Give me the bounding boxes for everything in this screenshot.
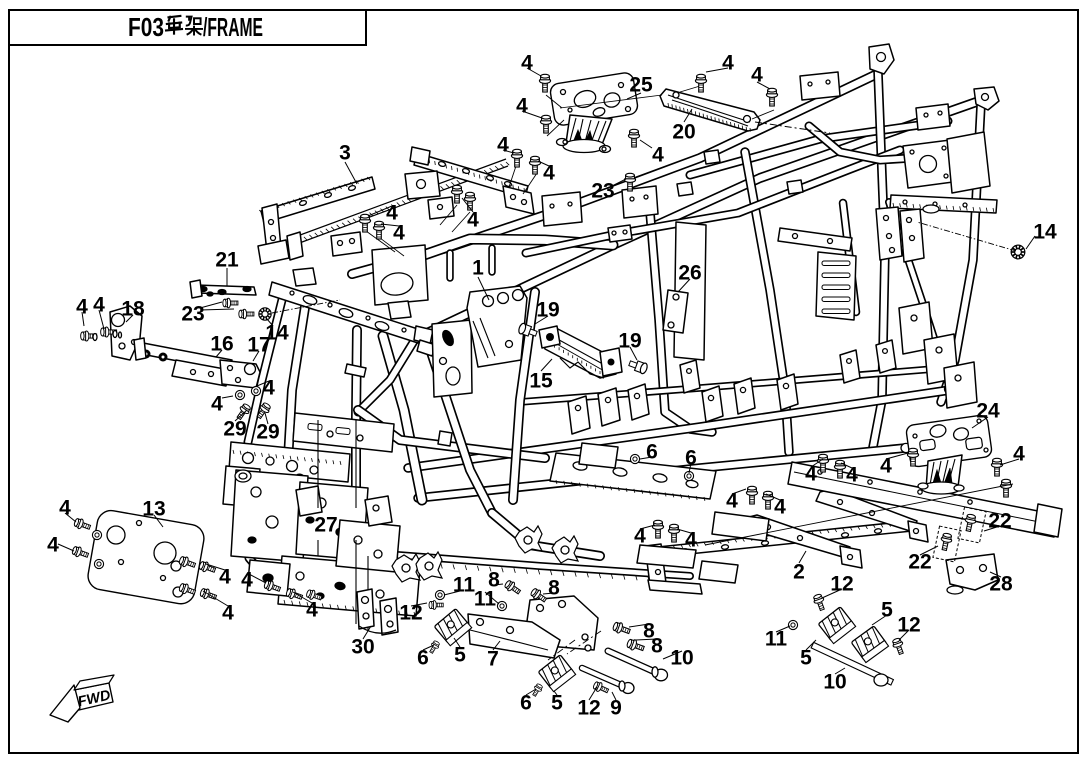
svg-text:9: 9	[610, 697, 622, 720]
svg-text:4: 4	[219, 566, 231, 589]
svg-text:1: 1	[472, 257, 484, 280]
svg-text:10: 10	[823, 671, 846, 694]
svg-text:4: 4	[306, 599, 318, 622]
svg-text:4: 4	[47, 534, 59, 557]
svg-text:4: 4	[93, 294, 105, 317]
svg-text:4: 4	[263, 377, 275, 400]
svg-text:14: 14	[265, 322, 289, 345]
svg-text:/FRAME: /FRAME	[203, 12, 263, 42]
svg-text:5: 5	[800, 647, 812, 670]
svg-text:4: 4	[543, 162, 555, 185]
svg-text:15: 15	[529, 370, 553, 393]
svg-text:4: 4	[241, 569, 253, 592]
svg-text:5: 5	[881, 599, 893, 622]
svg-text:27: 27	[314, 514, 337, 537]
svg-text:28: 28	[989, 573, 1013, 596]
svg-text:4: 4	[386, 202, 398, 225]
svg-text:6: 6	[417, 647, 429, 670]
svg-text:20: 20	[672, 121, 695, 144]
svg-text:8: 8	[643, 620, 655, 643]
svg-text:22: 22	[908, 551, 931, 574]
svg-text:21: 21	[215, 249, 239, 272]
svg-text:4: 4	[652, 144, 664, 167]
svg-text:12: 12	[897, 614, 920, 637]
svg-text:4: 4	[722, 52, 734, 75]
svg-text:4: 4	[497, 134, 509, 157]
svg-text:7: 7	[487, 648, 499, 671]
svg-text:8: 8	[651, 635, 663, 658]
svg-text:2: 2	[793, 561, 805, 584]
svg-text:4: 4	[521, 52, 533, 75]
svg-text:4: 4	[685, 529, 697, 552]
svg-text:6: 6	[685, 447, 697, 470]
svg-text:5: 5	[551, 692, 563, 715]
svg-text:6: 6	[646, 441, 658, 464]
svg-text:F03: F03	[128, 12, 164, 42]
svg-text:13: 13	[142, 498, 165, 521]
svg-text:18: 18	[121, 298, 145, 321]
svg-text:12: 12	[830, 573, 853, 596]
svg-text:11: 11	[765, 628, 788, 651]
svg-text:6: 6	[520, 692, 532, 715]
svg-text:14: 14	[1033, 221, 1057, 244]
svg-text:19: 19	[618, 330, 641, 353]
svg-text:17: 17	[247, 334, 270, 357]
svg-text:23: 23	[591, 180, 614, 203]
svg-text:4: 4	[774, 496, 786, 519]
svg-text:4: 4	[516, 95, 528, 118]
svg-text:3: 3	[339, 142, 351, 165]
svg-text:4: 4	[880, 455, 892, 478]
svg-text:11: 11	[474, 588, 497, 611]
svg-text:4: 4	[805, 463, 817, 486]
svg-text:5: 5	[454, 644, 466, 667]
svg-text:4: 4	[726, 490, 738, 513]
svg-text:22: 22	[988, 510, 1011, 533]
svg-text:16: 16	[210, 333, 233, 356]
svg-text:19: 19	[536, 299, 559, 322]
svg-text:4: 4	[1013, 443, 1025, 466]
svg-text:26: 26	[678, 262, 701, 285]
svg-text:10: 10	[670, 647, 693, 670]
svg-text:4: 4	[467, 209, 479, 232]
svg-text:24: 24	[976, 400, 1000, 423]
svg-text:4: 4	[211, 393, 223, 416]
svg-text:25: 25	[629, 74, 653, 97]
svg-text:29: 29	[256, 421, 279, 444]
svg-text:4: 4	[222, 602, 234, 625]
svg-text:4: 4	[393, 222, 405, 245]
svg-text:23: 23	[181, 303, 204, 326]
svg-text:8: 8	[488, 569, 500, 592]
svg-text:4: 4	[76, 296, 88, 319]
svg-text:30: 30	[351, 636, 374, 659]
svg-text:11: 11	[453, 574, 476, 597]
svg-text:4: 4	[751, 64, 763, 87]
svg-text:8: 8	[548, 577, 560, 600]
svg-text:FWD: FWD	[76, 687, 112, 710]
svg-text:4: 4	[634, 525, 646, 548]
svg-text:12: 12	[399, 602, 422, 625]
svg-text:29: 29	[223, 418, 246, 441]
svg-text:4: 4	[846, 464, 858, 487]
svg-text:4: 4	[59, 497, 71, 520]
svg-text:12: 12	[577, 697, 600, 720]
